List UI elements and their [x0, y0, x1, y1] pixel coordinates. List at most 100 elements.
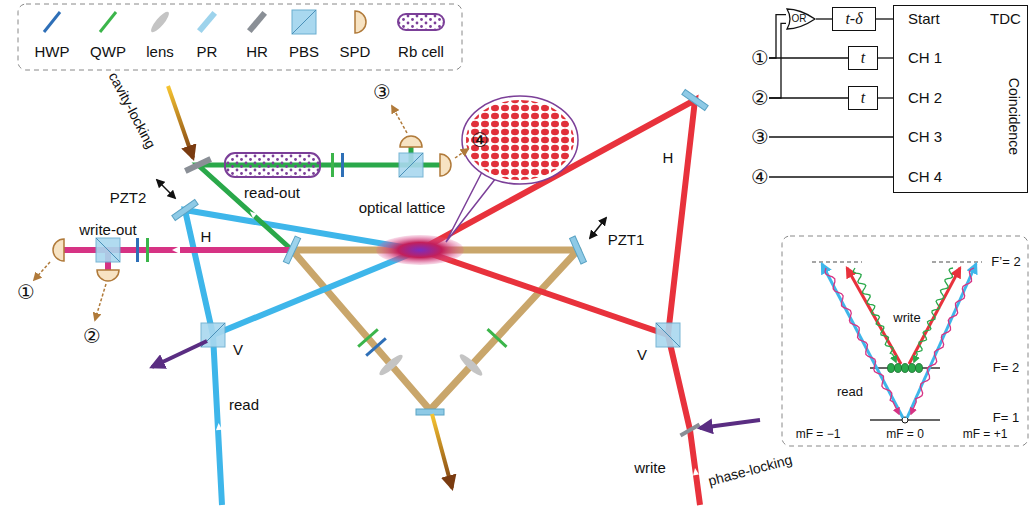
- legend-frame: [18, 4, 462, 70]
- beam-direction: [172, 209, 699, 475]
- mirror: [184, 156, 212, 173]
- signal-wire: [769, 15, 786, 58]
- sublevel-label: mF = +1: [963, 427, 1008, 441]
- legend-symbol: [197, 11, 217, 33]
- signal-wire: [876, 18, 893, 19]
- group-label: Coincidence: [1006, 77, 1023, 154]
- delay-box: t-δ: [832, 7, 876, 31]
- legend-text: lens: [146, 43, 174, 61]
- beam-direction: [172, 246, 180, 254]
- signal-wire: [769, 23, 786, 98]
- pbs: [96, 153, 680, 347]
- locking-beam: [152, 86, 760, 488]
- level-inset: [902, 364, 909, 373]
- node-text: ④: [471, 128, 489, 152]
- signal-wire: [769, 176, 893, 177]
- part-label: PZT2: [110, 189, 147, 207]
- level-inset: [822, 264, 903, 418]
- beam-direction: [692, 468, 699, 476]
- pbs: [656, 323, 680, 347]
- level-label: F= 2: [993, 360, 1019, 376]
- level-inset: [888, 364, 895, 373]
- legend-text: PBS: [289, 43, 319, 61]
- callout-number: ④: [471, 128, 489, 152]
- mirror: [172, 200, 198, 221]
- node-text: OR: [792, 13, 807, 25]
- read-out-beam: [198, 147, 440, 250]
- locking-beam: [700, 420, 760, 428]
- port-label: CH 2: [908, 89, 942, 107]
- lens: [457, 352, 484, 378]
- channel-number: ①: [751, 46, 769, 70]
- mirror: [283, 236, 300, 264]
- spd: [53, 136, 451, 281]
- or-gate: OR: [786, 8, 816, 30]
- locking-beam: [432, 414, 452, 488]
- beam-direction: [216, 423, 222, 430]
- legend-symbol: [100, 12, 116, 32]
- waveplate: [357, 328, 379, 347]
- sublevel-label: mF = 0: [886, 427, 924, 441]
- lens: [377, 352, 485, 378]
- polarization-label: H: [663, 149, 674, 167]
- legend-symbol: [247, 11, 267, 33]
- pbs: [399, 153, 423, 177]
- spd: [400, 136, 422, 147]
- legend-text: SPD: [340, 43, 371, 61]
- node-text: ③: [751, 125, 769, 149]
- write-beam: [420, 100, 700, 505]
- level-inset: [782, 236, 1028, 446]
- level-inset: [812, 261, 862, 263]
- mirror: [679, 423, 700, 437]
- node-text: ③: [373, 80, 391, 104]
- channel-number: ②: [751, 86, 769, 110]
- waveplate: [331, 153, 334, 177]
- port-label: CH 1: [908, 49, 942, 67]
- legend-symbol: [44, 9, 444, 34]
- callout-number: ①: [17, 280, 35, 304]
- detector-lead: [95, 284, 106, 320]
- pzt-arrow: [590, 218, 606, 238]
- mirror: [570, 236, 587, 264]
- read-beam: [213, 250, 420, 335]
- part-label: read-out: [244, 184, 300, 202]
- node-text: ④: [751, 165, 769, 189]
- signal-wire: [769, 97, 848, 98]
- transition-label: write: [893, 310, 920, 326]
- decay-path: [853, 268, 896, 362]
- level-label: F= 1: [993, 410, 1019, 426]
- or-gate-shape: [787, 9, 815, 29]
- port-label: Start: [908, 10, 940, 28]
- legend-symbol: [292, 10, 316, 34]
- legend-text: PR: [197, 43, 218, 61]
- level-inset: [907, 264, 976, 418]
- spd: [53, 239, 64, 261]
- waveplate: [136, 238, 139, 262]
- beam-label: write-out: [79, 221, 137, 239]
- level-label: F’= 2: [991, 254, 1020, 270]
- detector-lead: [34, 262, 50, 280]
- pbs: [656, 323, 680, 347]
- legend-frame: [18, 4, 462, 70]
- rb-cell: [225, 153, 320, 177]
- beam-label: phase-locking: [706, 451, 794, 490]
- level-inset: [782, 236, 1028, 446]
- lens: [377, 352, 405, 378]
- beam-label: read: [229, 396, 259, 414]
- legend-text: HWP: [35, 43, 70, 61]
- waveplate: [486, 328, 507, 348]
- node-text: t-δ: [845, 9, 862, 28]
- sublevel-label: mF = −1: [796, 427, 841, 441]
- callout-number: ②: [83, 324, 101, 348]
- spd: [440, 154, 451, 176]
- signal-wire: [816, 18, 832, 19]
- legend-symbol: [292, 10, 316, 34]
- optical-lattice: [376, 235, 464, 265]
- pbs: [96, 238, 120, 262]
- rb-cell: [225, 153, 320, 177]
- node-text: ②: [751, 86, 769, 110]
- node-text: ①: [751, 46, 769, 70]
- level-inset: [895, 364, 902, 373]
- pbs: [96, 238, 120, 262]
- waveplate: [365, 337, 387, 356]
